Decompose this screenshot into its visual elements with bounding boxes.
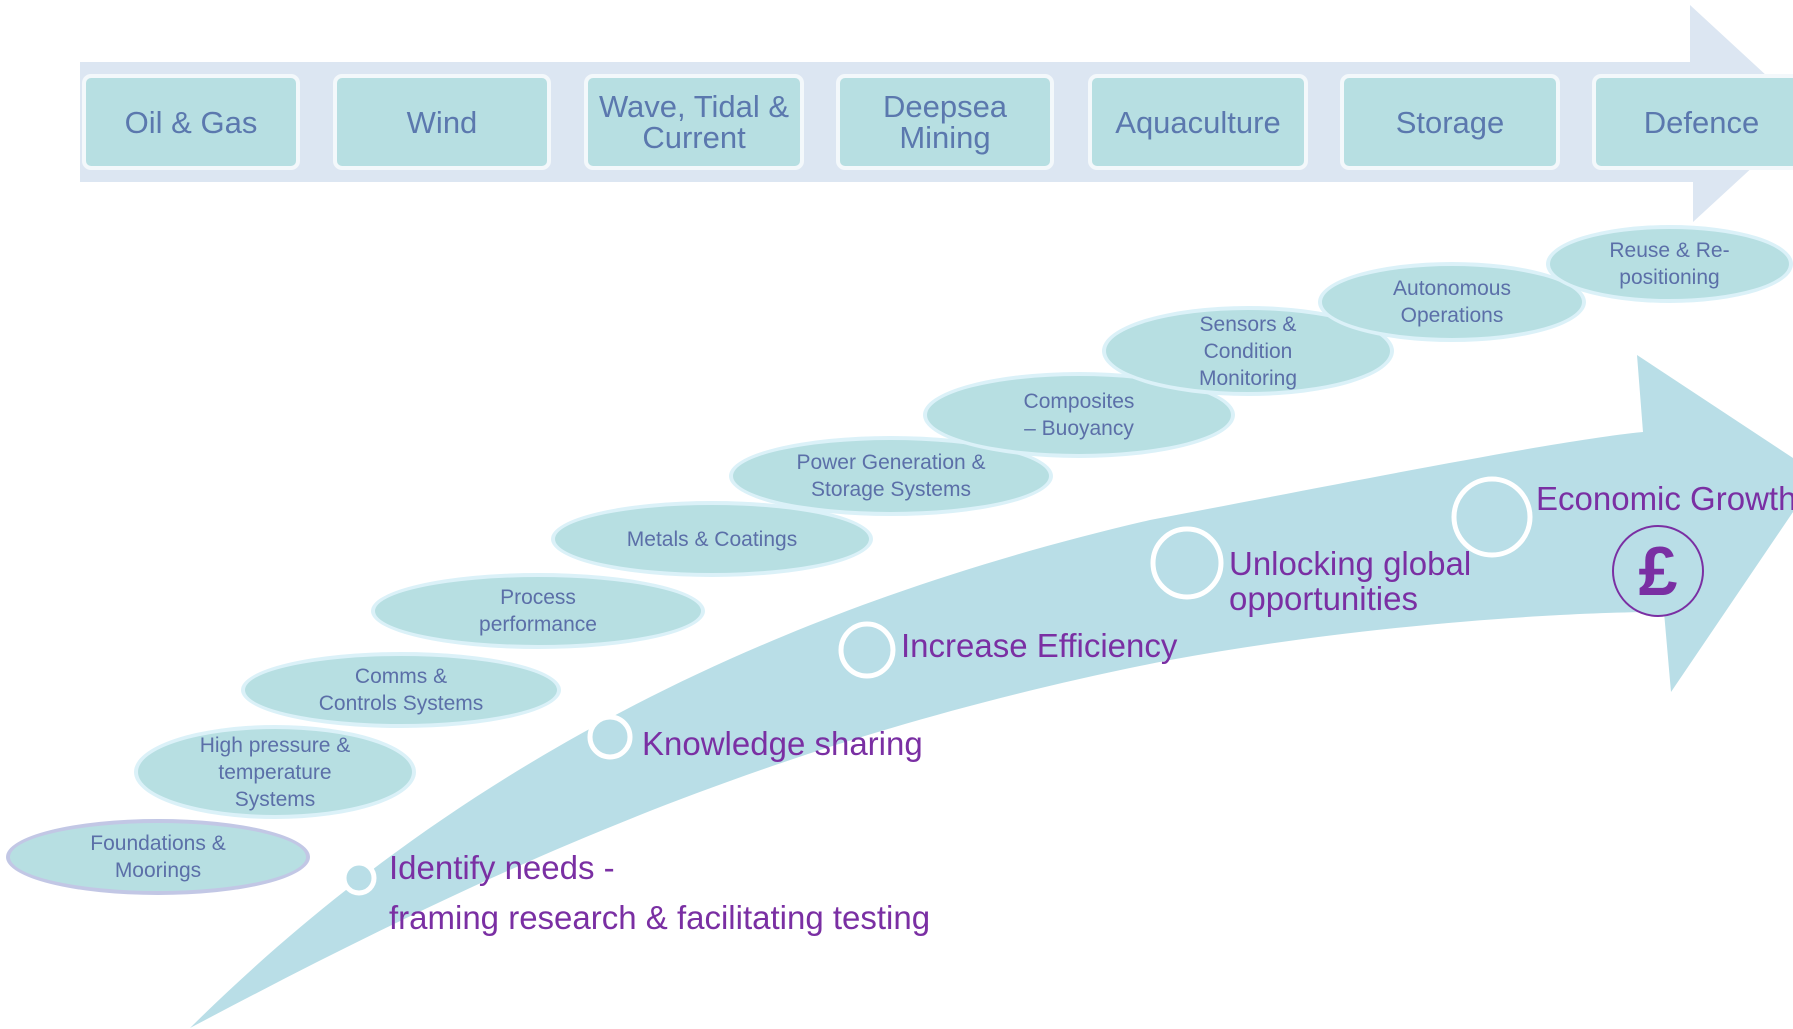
pound-icon [1612, 525, 1704, 617]
step-label-framing-research: framing research & facilitating testing [389, 899, 931, 936]
sector-oil-gas: Oil & Gas [82, 74, 300, 170]
step-circle-2 [587, 714, 633, 760]
tech-autonomous-operations: Autonomous Operations [1318, 262, 1586, 342]
step-label-unlocking-global: Unlocking global [1229, 545, 1472, 582]
tech-high-pressure-temperature: High pressure & temperature Systems [134, 725, 416, 819]
sector-wind: Wind [333, 74, 551, 170]
step-label-knowledge-sharing: Knowledge sharing [642, 725, 923, 762]
tech-reuse-repositioning: Reuse & Re-positioning [1546, 225, 1793, 303]
pound-symbol: £ [1639, 532, 1678, 610]
sector-wave-tidal-current: Wave, Tidal & Current [584, 74, 804, 170]
tech-comms-controls: Comms & Controls Systems [241, 652, 561, 728]
tech-process-performance: Process performance [371, 573, 705, 649]
sector-defence: Defence [1592, 74, 1793, 170]
step-label-increase-efficiency: Increase Efficiency [901, 627, 1178, 664]
step-circle-3 [838, 621, 896, 679]
growth-arrow [190, 355, 1793, 1028]
sector-storage: Storage [1340, 74, 1560, 170]
tech-composites-buoyancy: Composites – Buoyancy [923, 372, 1235, 458]
step-label-identify-needs: Identify needs - [389, 849, 615, 886]
tech-metals-coatings: Metals & Coatings [551, 501, 873, 577]
sector-deepsea-mining: Deepsea Mining [836, 74, 1054, 170]
step-circle-1 [341, 860, 377, 896]
step-circle-5 [1451, 476, 1533, 558]
step-circle-4 [1150, 526, 1224, 600]
sector-aquaculture: Aquaculture [1088, 74, 1308, 170]
tech-foundations-moorings: Foundations & Moorings [6, 819, 310, 895]
step-label-opportunities: opportunities [1229, 580, 1418, 617]
step-label-economic-growth: Economic Growth [1536, 480, 1793, 517]
